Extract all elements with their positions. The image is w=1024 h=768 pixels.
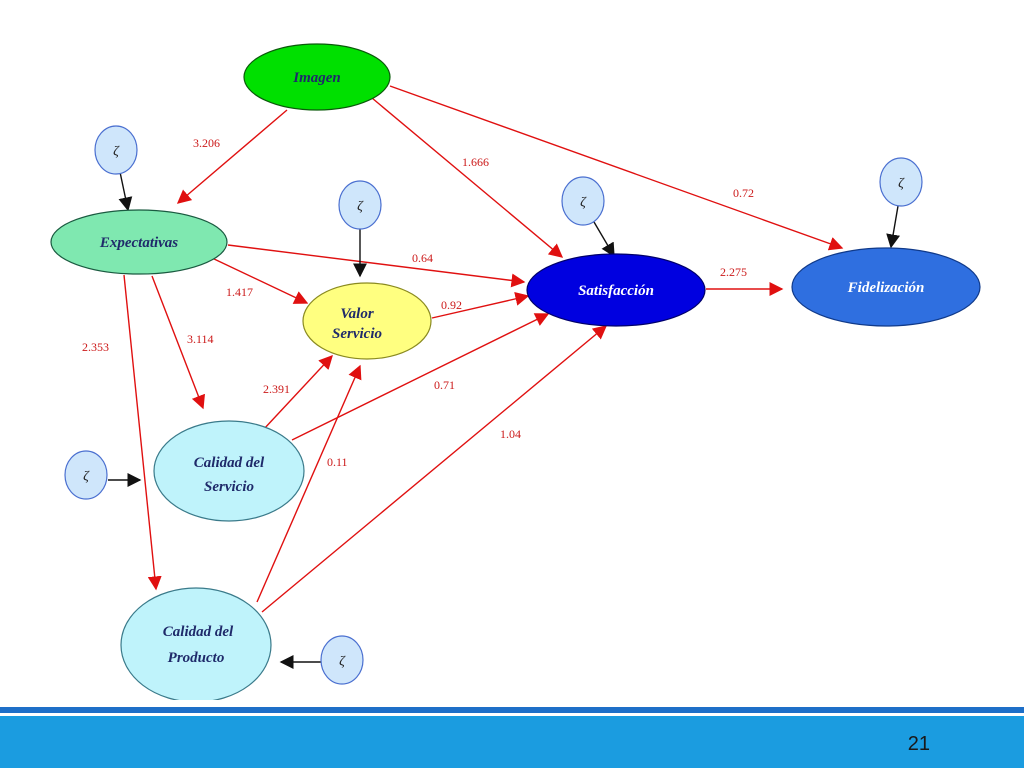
error-arrows	[108, 171, 901, 669]
edge-imagen-satisfaccion	[371, 97, 564, 258]
coef-calidad-producto-satisfaccion: 1.04	[500, 427, 521, 441]
error-arrow-fidelizacion	[886, 205, 901, 249]
node-imagen-label: Imagen	[292, 70, 341, 86]
error-terms: ζ ζ ζ ζ ζ ζ	[64, 125, 923, 685]
node-valor-servicio: Valor Servicio	[302, 282, 432, 360]
error-term-calidad-servicio: ζ	[64, 450, 108, 500]
zeta-symbol: ζ	[580, 195, 587, 210]
footer-bar	[0, 716, 1024, 768]
node-expectativas: Expectativas	[50, 209, 228, 275]
node-satisfaccion-label: Satisfacción	[578, 283, 654, 299]
node-calidad-producto: Calidad del Producto	[120, 587, 272, 700]
edge-calidad-servicio-valor	[262, 354, 333, 431]
zeta-symbol: ζ	[357, 199, 364, 214]
error-term-expectativas: ζ	[94, 125, 138, 175]
edge-calidad-producto-satisfaccion	[261, 325, 608, 613]
node-calidad-producto-label-line1: Calidad del	[163, 624, 234, 640]
edge-expectativas-calidad-producto	[123, 274, 162, 591]
error-term-satisfaccion: ζ	[561, 176, 605, 226]
edge-calidad-producto-valor	[256, 364, 362, 603]
edge-expectativas-valor	[211, 257, 309, 304]
coef-imagen-expectativas: 3.206	[193, 136, 220, 150]
node-fidelizacion: Fidelización	[791, 247, 981, 327]
coef-satisfaccion-fidelizacion: 2.275	[720, 265, 747, 279]
path-diagram: ζ ζ ζ ζ ζ ζ Imagen Expectativas	[50, 43, 981, 700]
error-term-fidelizacion: ζ	[879, 157, 923, 207]
edge-imagen-expectativas	[176, 109, 288, 204]
coef-calidad-servicio-valor: 2.391	[263, 382, 290, 396]
edge-labels: 3.206 1.666 0.72 0.64 1.417 3.114 2.353 …	[82, 136, 754, 469]
coef-expectativas-valor: 1.417	[226, 285, 253, 299]
coef-expectativas-calidad-servicio: 3.114	[187, 332, 214, 346]
node-calidad-servicio: Calidad del Servicio	[153, 420, 305, 522]
coef-calidad-producto-valor: 0.11	[327, 455, 348, 469]
coef-imagen-satisfaccion: 1.666	[462, 155, 489, 169]
node-fidelizacion-label: Fidelización	[847, 280, 925, 296]
coef-calidad-servicio-satisfaccion: 0.71	[434, 378, 455, 392]
edge-expectativas-satisfaccion	[227, 244, 526, 288]
error-term-valor: ζ	[338, 180, 382, 230]
edge-calidad-servicio-satisfaccion	[291, 313, 550, 441]
node-calidad-servicio-label-line2: Servicio	[204, 479, 254, 495]
node-calidad-servicio-label-line1: Calidad del	[194, 455, 265, 471]
coef-expectativas-calidad-producto: 2.353	[82, 340, 109, 354]
node-calidad-producto-label-line2: Producto	[168, 650, 225, 666]
node-expectativas-label: Expectativas	[99, 235, 178, 251]
node-satisfaccion: Satisfacción	[526, 253, 706, 327]
zeta-symbol: ζ	[898, 176, 905, 191]
page-number: 21	[907, 733, 930, 755]
edge-valor-satisfaccion	[431, 291, 530, 319]
edge-imagen-fidelizacion	[389, 85, 844, 251]
zeta-symbol: ζ	[83, 469, 90, 484]
coef-expectativas-satisfaccion: 0.64	[412, 251, 433, 265]
error-arrow-expectativas	[118, 171, 133, 212]
node-imagen: Imagen	[243, 43, 391, 111]
node-valor-label-line1: Valor	[340, 306, 374, 322]
footer-divider	[0, 707, 1024, 713]
coef-valor-satisfaccion: 0.92	[441, 298, 462, 312]
edge-expectativas-calidad-servicio	[151, 275, 205, 410]
error-arrow-satisfaccion	[593, 221, 615, 258]
edges	[123, 85, 844, 613]
node-valor-label-line2: Servicio	[332, 326, 382, 342]
zeta-symbol: ζ	[339, 654, 346, 669]
coef-imagen-fidelizacion: 0.72	[733, 186, 754, 200]
error-term-calidad-producto: ζ	[320, 635, 364, 685]
zeta-symbol: ζ	[113, 144, 120, 159]
